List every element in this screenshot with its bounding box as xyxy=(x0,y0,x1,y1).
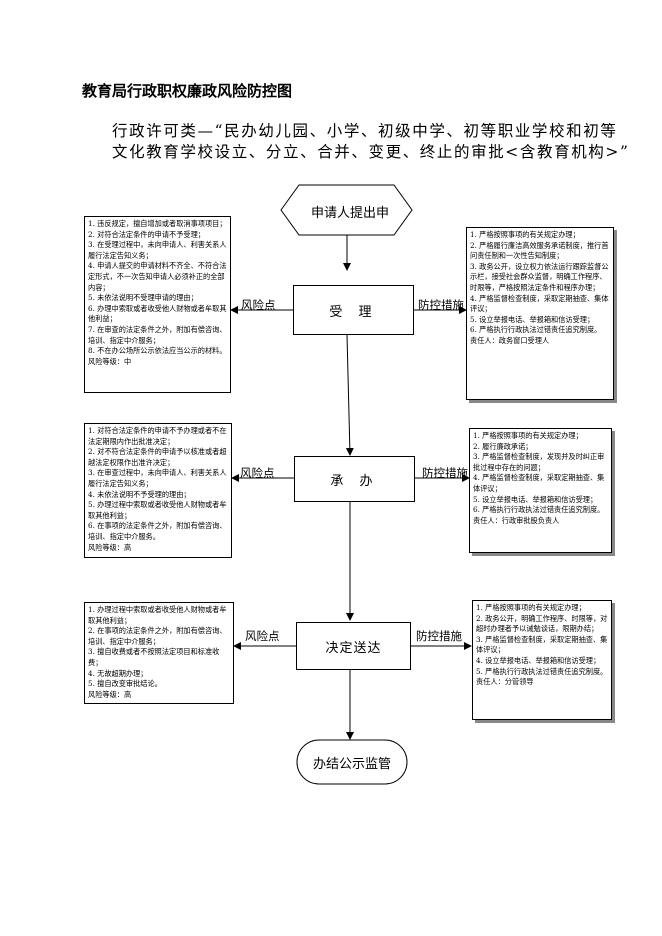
control-item: 1. 严格按照事项的有关规定办理； xyxy=(470,230,580,239)
subtitle-line-2: 文化教育学校设立、分立、合并、变更、终止的审批<含教育机构>” xyxy=(112,143,630,161)
step-accept-label: 受 理 xyxy=(329,304,378,320)
control-item: 2. 履行廉政承诺； xyxy=(473,441,533,451)
risk-box-decide: 1. 办理过程中索取或者收受他人财物或者牟取其他利益； 2. 在事项的法定条件之… xyxy=(84,602,234,704)
start-node-shape xyxy=(280,184,413,236)
risk-item: 6. 在事项的法定条件之外，附加有偿咨询、培训、指定中介服务。 xyxy=(88,521,227,541)
risk-item: 3. 在受理过程中，未向申请人、利害关系人履行法定告知义务； xyxy=(88,240,227,260)
responsible-person: 责任人：政务窗口受理人 xyxy=(470,335,550,345)
step-decide: 决定送达 xyxy=(296,622,411,670)
risk-item: 4. 未依法说明不予受理的理由； xyxy=(88,489,191,499)
control-item: 2. 严格履行廉洁高效服务承诺制度，推行首问责任制和一次性告知制度； xyxy=(470,240,609,261)
risk-item: 4. 申请人提交的申请材料不齐全、不符合法定形式，不一次告知申请人必须补正的全部… xyxy=(88,261,227,292)
risk-item: 7. 在审查的法定条件之外，附加有偿咨询、培训、指定中介服务； xyxy=(88,324,227,345)
control-item: 5. 设立举报电话、举报箱和信访受理； xyxy=(470,314,595,324)
control-measure-label: 防控措施 xyxy=(422,466,468,480)
start-node-label: 申请人提出申 xyxy=(311,206,390,221)
control-item: 3. 政务公开，设立权力依法运行跟踪监督公示栏，接受社会群众监督，明确工作程序、… xyxy=(470,261,609,292)
control-item: 6. 严格执行行政执法过错责任追究制度。 xyxy=(473,505,605,515)
risk-item: 3. 擅自收费或者不按照法定项目和标准收费； xyxy=(88,647,220,667)
end-node-label: 办结公示监管 xyxy=(313,757,392,772)
page-title: 教育局行政职权廉政风险防控图 xyxy=(82,82,293,100)
risk-item: 5. 擅自改变审批结论。 xyxy=(88,679,162,689)
risk-point-label: 风险点 xyxy=(245,629,280,643)
risk-level: 风险等级：高 xyxy=(88,689,132,699)
risk-box-handle: 1. 对符合法定条件的申请不予办理或者不在法定期限内作出批准决定； 2. 对不符… xyxy=(84,423,232,558)
responsible-person: 责任人：行政审批股负责人 xyxy=(473,515,560,525)
risk-point-label: 风险点 xyxy=(241,298,276,312)
control-item: 5. 严格执行行政执法过错责任追究制度。 xyxy=(476,666,608,676)
risk-item: 2. 对不符合法定条件的申请予以核准或者超越法定权限作出准许决定； xyxy=(88,447,227,467)
arrow-accept-to-handle xyxy=(345,334,354,456)
step-accept: 受 理 xyxy=(293,285,414,335)
control-item: 3. 严格监督检查制度，采取定期抽查、集体评议； xyxy=(476,634,608,655)
risk-item: 2. 在事项的法定条件之外，附加有偿咨询、培训、指定中介服务； xyxy=(88,626,227,646)
control-item: 1. 严格按照事项的有关规定办理； xyxy=(476,603,586,612)
risk-item: 8. 不在办公场所公示依法应当公示的材料。 xyxy=(88,346,227,356)
risk-level: 风险等级：高 xyxy=(88,542,132,552)
control-item: 6. 严格执行行政执法过错责任追究制度。 xyxy=(470,325,602,335)
control-box-decide: 1. 严格按照事项的有关规定办理； 2. 政务公开，明确工作程序、时限等，对超时… xyxy=(472,600,612,720)
risk-item: 4. 无故超期办理； xyxy=(88,668,148,678)
risk-item: 6. 办理中索取或者收受他人财物或者牟取其他利益； xyxy=(88,303,227,324)
end-node-shape xyxy=(296,739,408,785)
risk-item: 1. 对符合法定条件的申请不予办理或者不在法定期限内作出批准决定； xyxy=(88,426,227,446)
step-handle: 承 办 xyxy=(294,456,415,502)
risk-level: 风险等级：中 xyxy=(88,356,132,366)
risk-item: 1. 办理过程中索取或者收受他人财物或者牟取其他利益； xyxy=(88,605,227,625)
control-item: 1. 严格按照事项的有关规定办理； xyxy=(473,431,583,440)
step-decide-label: 决定送达 xyxy=(325,640,382,656)
risk-item: 1. 违反规定，擅自增加或者取消事项项目； xyxy=(88,219,227,228)
control-item: 3. 严格监督检查制度，发现并及时纠正审批过程中存在的问题； xyxy=(473,452,605,472)
control-item: 2. 政务公开，明确工作程序、时限等，对超时办理者予以诫勉谈话，限期办结； xyxy=(476,613,608,634)
risk-item: 3. 在审查过程中，未向申请人、利害关系人履行法定告知义务； xyxy=(88,468,227,488)
control-item: 4. 设立举报电话、举报箱和信访受理； xyxy=(476,655,601,665)
control-box-handle: 1. 严格按照事项的有关规定办理； 2. 履行廉政承诺； 3. 严格监督检查制度… xyxy=(469,428,612,553)
control-item: 4. 严格监督检查制度，采取定期抽查、集体评议； xyxy=(470,293,609,314)
risk-item: 2. 对符合法定条件的申请不予受理； xyxy=(88,229,205,239)
risk-point-label: 风险点 xyxy=(240,466,275,480)
risk-item: 5. 未依法说明不受理申请的理由； xyxy=(88,293,198,303)
control-item: 4. 严格监督检查制度，采取定期抽查、集体评议； xyxy=(473,473,605,493)
control-measure-label: 防控措施 xyxy=(418,298,464,312)
control-box-accept: 1. 严格按照事项的有关规定办理； 2. 严格履行廉洁高效服务承诺制度，推行首问… xyxy=(466,227,614,400)
responsible-person: 责任人：分管领导 xyxy=(476,677,534,687)
risk-box-accept: 1. 违反规定，擅自增加或者取消事项项目； 2. 对符合法定条件的申请不予受理；… xyxy=(84,216,231,393)
subtitle-line-1: 行政许可类—“民办幼儿园、小学、初级中学、初等职业学校和初等 xyxy=(112,122,618,140)
risk-item: 5. 办理过程中索取或者收受他人财物或者牟取其他利益； xyxy=(88,500,227,520)
control-item: 5. 设立举报电话、举报箱和信访受理； xyxy=(473,494,598,504)
step-handle-label: 承 办 xyxy=(330,473,379,489)
control-measure-label: 防控措施 xyxy=(416,629,462,643)
